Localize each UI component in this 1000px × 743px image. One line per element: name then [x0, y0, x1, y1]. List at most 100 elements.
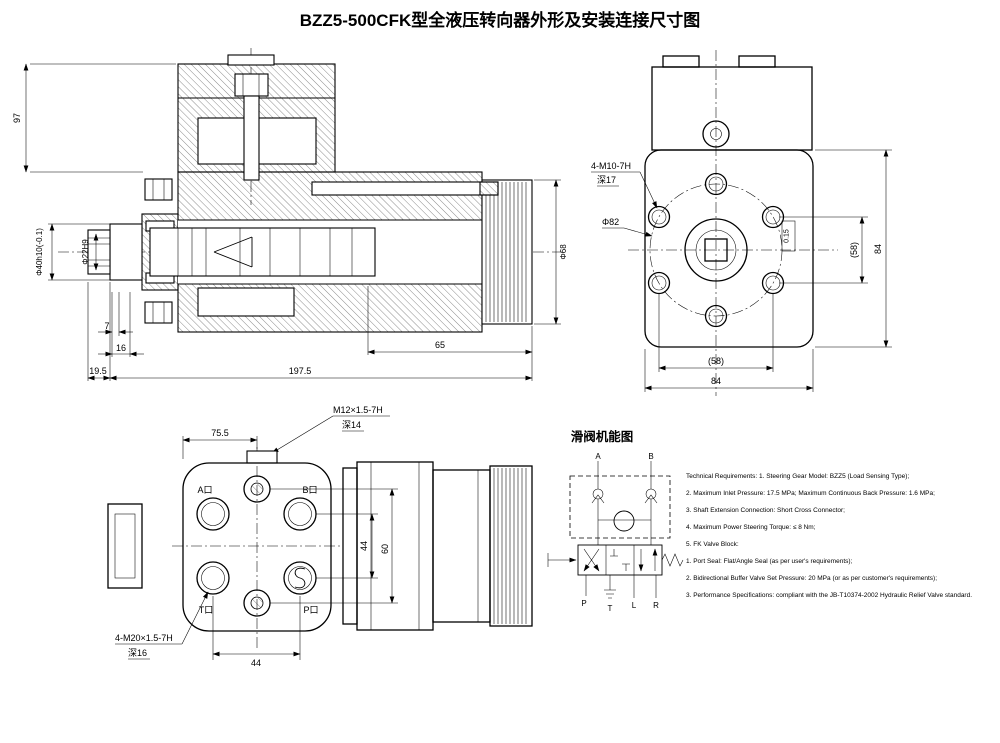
dim-197-5-label: 197.5 — [289, 366, 312, 376]
dim-44-h-label: 44 — [251, 658, 261, 668]
port-b-label: B口 — [302, 485, 317, 495]
spring-symbol — [661, 553, 684, 567]
dim-19-5-label: 19.5 — [89, 366, 107, 376]
check-valve-b — [645, 488, 657, 500]
port-t-label: T口 — [199, 605, 214, 615]
dim-65-label: 65 — [435, 340, 445, 350]
dim-7-label: 7 — [104, 321, 109, 331]
dim-75-5-label: 75.5 — [211, 428, 229, 438]
fk-valve-block-section — [481, 179, 533, 325]
m12-depth-label: 深14 — [342, 420, 361, 430]
dim-75-5: 75.5 — [182, 428, 258, 459]
m10-depth-label: 深17 — [597, 175, 616, 185]
tech-line-7: 2. Bidirectional Buffer Valve Set Pressu… — [686, 575, 937, 582]
input-shaft-step — [109, 223, 143, 281]
m20-thread-label: 4-M20×1.5-7H — [115, 633, 173, 643]
dim-19-5: 19.5 — [87, 282, 111, 381]
m12-thread-label: M12×1.5-7H — [333, 405, 383, 415]
valve-port-a-label: A — [595, 452, 601, 461]
valve-port-p-label: P — [581, 599, 586, 608]
port-face — [182, 462, 332, 632]
label-m12-thread: M12×1.5-7H 深14 — [271, 405, 390, 454]
dim-shaft-label: Φ40h10(-0.1) — [35, 228, 44, 276]
link-rod — [311, 181, 499, 196]
dim-44-vertical: 44 — [316, 513, 378, 579]
plug-slot — [294, 567, 306, 589]
mounting-flange — [644, 149, 814, 348]
valve-port-b-label: B — [648, 452, 653, 461]
tolerance-frame — [781, 220, 796, 252]
dim-bore-dia: Φ22H9 — [81, 233, 99, 271]
bolt-shank — [243, 95, 260, 181]
dim-58-bottom: (58) — [658, 294, 774, 372]
tech-line-6: 1. Port Seal: Flat/Angle Seal (as per us… — [686, 558, 853, 565]
drawing-title: BZZ5-500CFK型全液压转向器外形及安装连接尺寸图 — [300, 10, 700, 30]
valve-block-envelope — [569, 475, 671, 539]
front-view: 0.15 — [628, 50, 838, 396]
side-view — [342, 461, 533, 631]
label-m10-thread: 4-M10-7H 深17 — [591, 161, 658, 209]
valve-port-l-label: L — [632, 601, 637, 610]
valve-diagram-title: 滑阀机能图 — [571, 429, 634, 444]
label-dia82: Φ82 — [602, 217, 653, 237]
technical-requirements: Technical Requirements: 1. Steering Gear… — [686, 473, 972, 599]
dim-16-label: 16 — [116, 343, 126, 353]
dim-84-bottom: 84 — [644, 349, 814, 392]
fk-valve-block-side — [489, 465, 533, 627]
tech-line-8: 3. Performance Specifications: compliant… — [686, 592, 972, 599]
dim-7: 7 — [98, 292, 133, 357]
bolt-head — [234, 73, 269, 97]
tank-symbol — [604, 589, 616, 599]
dim-bore-label: Φ22H9 — [81, 239, 90, 265]
dim-84-right-label: 84 — [873, 244, 883, 254]
tech-line-5: 5. FK Valve Block: — [686, 541, 739, 548]
dim-shaft-dia: Φ40h10(-0.1) — [35, 223, 110, 281]
dim-60: 60 — [270, 488, 398, 604]
dim-58-right: (58) — [779, 216, 868, 284]
dim-68: Φ68 — [534, 179, 568, 325]
dim-84-bottom-label: 84 — [711, 376, 721, 386]
spool-valve-symbol — [577, 544, 663, 576]
dim-84-right: 84 — [815, 149, 892, 348]
tech-line-1: Technical Requirements: 1. Steering Gear… — [686, 473, 909, 480]
shaft-boss — [684, 218, 748, 282]
plug-bolt-top — [144, 178, 173, 201]
gerotor-symbol — [613, 510, 635, 532]
dim-197-5: 197.5 — [109, 326, 533, 381]
section-view — [58, 48, 565, 333]
port-a-circle — [196, 497, 230, 531]
m10-thread-label: 4-M10-7H — [591, 161, 631, 171]
valve-port-r-label: R — [653, 601, 659, 610]
dim-97-label: 97 — [12, 113, 22, 123]
adapter-block-side — [432, 469, 491, 623]
dim-60-label: 60 — [380, 544, 390, 554]
valve-port-t-label: T — [608, 604, 613, 613]
dim-58-right-label: (58) — [849, 242, 859, 258]
mounting-tab — [107, 503, 143, 589]
tech-line-3: 3. Shaft Extension Connection: Short Cro… — [686, 507, 845, 514]
dim-58-bottom-label: (58) — [708, 356, 724, 366]
port-a-label: A口 — [197, 485, 212, 495]
bottom-view: A口 B口 T口 P口 — [107, 447, 340, 648]
dia82-label: Φ82 — [602, 217, 619, 227]
port-b-circle — [283, 497, 317, 531]
check-valve-a — [592, 488, 604, 500]
fk-valve-block-front — [651, 66, 813, 151]
dim-44-v-label: 44 — [359, 541, 369, 551]
tolerance-label: 0.15 — [784, 229, 791, 243]
dim-65: 65 — [367, 286, 533, 355]
dim-68-label: Φ68 — [559, 244, 568, 260]
label-m20-thread: 4-M20×1.5-7H 深16 — [115, 591, 209, 660]
tech-line-2: 2. Maximum Inlet Pressure: 17.5 MPa; Max… — [686, 490, 935, 497]
m20-depth-label: 深16 — [128, 648, 147, 658]
port-p-label: P口 — [303, 605, 318, 615]
tech-line-4: 4. Maximum Power Steering Torque: ≤ 8 Nm… — [686, 524, 816, 531]
valve-function-diagram: 滑阀机能图 A B P T L R — [547, 429, 684, 613]
input-shaft-spline — [87, 229, 111, 275]
plug-bolt-bottom — [144, 301, 173, 324]
dim-16: 16 — [98, 292, 144, 357]
dim-44-horizontal: 44 — [212, 596, 301, 668]
shaft-square-hole — [704, 238, 728, 262]
